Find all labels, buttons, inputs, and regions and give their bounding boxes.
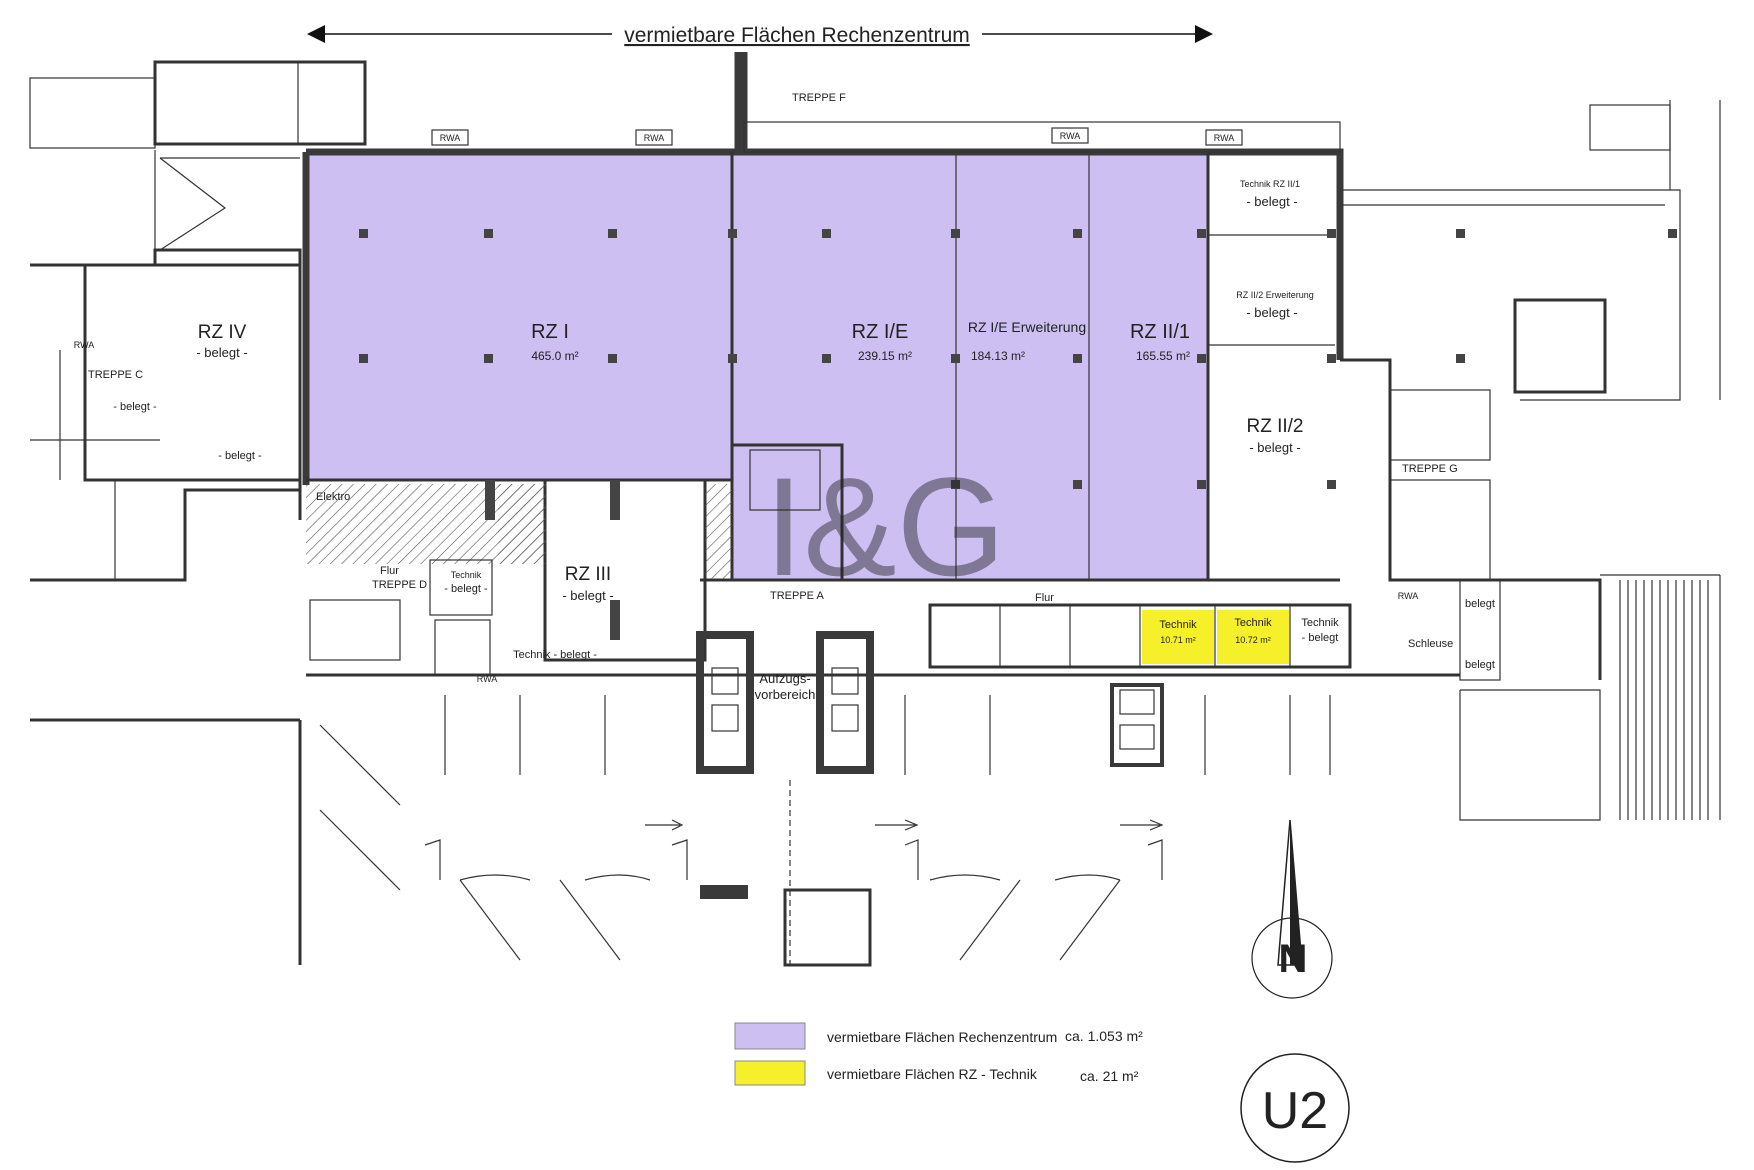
misc-labels: TREPPE F TREPPE A TREPPE C TREPPE D TREP…: [74, 92, 1495, 702]
treppe-f-label: TREPPE F: [792, 92, 846, 104]
rz1e-name: RZ I/E: [852, 321, 909, 343]
title-dimension: vermietbare Flächen Rechenzentrum: [307, 18, 1213, 48]
flur-label: Flur: [380, 565, 399, 577]
rz1-area: 465.0 m²: [531, 349, 578, 363]
technik-d-name: Technik: [451, 570, 482, 580]
rz3-name: RZ III: [565, 564, 611, 585]
room-labels: RZ I 465.0 m² RZ I/E 239.15 m² RZ I/E Er…: [196, 179, 1339, 661]
area-technik-2: [1217, 610, 1289, 664]
rz3-status: - belegt -: [562, 588, 613, 603]
schleuse-label: Schleuse: [1408, 638, 1453, 650]
technik-2-area: 10.72 m²: [1235, 635, 1271, 645]
legend-label-technik: vermietbare Flächen RZ - Technik: [827, 1066, 1038, 1082]
rz2-1-name: RZ II/1: [1130, 321, 1190, 343]
belegt-b-label: - belegt -: [218, 450, 262, 462]
rentable-areas: [306, 155, 1208, 580]
area-rz1e-erw: [956, 155, 1089, 580]
aufzug-label-1: Aufzugs-: [759, 671, 810, 686]
technik-rz2-1-status: - belegt -: [1246, 194, 1297, 209]
legend-value-technik: ca. 21 m²: [1080, 1068, 1139, 1084]
elektro-label: Elektro: [316, 491, 350, 503]
rz1e-erw-name: RZ I/E Erweiterung: [968, 319, 1086, 335]
belegt-a-label: - belegt -: [113, 401, 157, 413]
area-rz2-1: [1089, 155, 1208, 580]
walls: [29, 52, 1721, 965]
legend: vermietbare Flächen Rechenzentrum ca. 1.…: [734, 1022, 1143, 1086]
rz4-name: RZ IV: [198, 322, 247, 343]
rz2-2-name: RZ II/2: [1246, 416, 1303, 437]
rz2-2-erw-status: - belegt -: [1246, 305, 1297, 320]
technik-1-name: Technik: [1159, 619, 1197, 631]
rwa-label-1: RWA: [440, 133, 461, 143]
columns: [359, 229, 1677, 640]
treppe-g-label: TREPPE G: [1402, 463, 1458, 475]
treppe-d-label: TREPPE D: [372, 579, 427, 591]
technik-areas: [1142, 610, 1289, 664]
legend-swatch-technik: [734, 1060, 806, 1086]
area-technik-1: [1142, 610, 1214, 664]
floor-badge: U2: [1240, 1053, 1350, 1163]
rwa-labels: RWA RWA RWA RWA RWA RWA RWA: [74, 127, 1419, 684]
area-rz1: [306, 155, 732, 480]
technik-2-name: Technik: [1234, 617, 1272, 629]
technik-bottom-label: Technik - belegt -: [513, 649, 597, 661]
rz4-status: - belegt -: [196, 345, 247, 360]
technik-rz2-1-name: Technik RZ II/1: [1240, 179, 1300, 189]
legend-value-rz: ca. 1.053 m²: [1065, 1028, 1143, 1044]
plan-title: vermietbare Flächen Rechenzentrum: [624, 24, 970, 47]
rz2-2-status: - belegt -: [1249, 440, 1300, 455]
rz1-name: RZ I: [531, 321, 569, 343]
treppe-a-label: TREPPE A: [770, 590, 824, 602]
treppe-c-label: TREPPE C: [88, 369, 143, 381]
flur2-label: Flur: [1035, 592, 1054, 604]
rz1e-erw-area: 184.13 m²: [971, 349, 1025, 363]
rz2-1-area: 165.55 m²: [1136, 349, 1190, 363]
parking-area: [319, 695, 1331, 967]
belegt-d-label: belegt: [1465, 659, 1495, 671]
rwa-label-7: RWA: [74, 340, 95, 350]
rwa-label-5: RWA: [477, 674, 498, 684]
technik-1-area: 10.71 m²: [1160, 635, 1196, 645]
legend-label-rz: vermietbare Flächen Rechenzentrum: [827, 1029, 1057, 1045]
stairs-right: [1619, 580, 1709, 820]
legend-swatch-rz: [734, 1022, 806, 1050]
north-arrow: N: [1251, 819, 1333, 999]
technik-d-status: - belegt -: [444, 583, 488, 595]
aufzug-label-2: vorbereich: [755, 687, 816, 702]
watermark: I&G: [764, 448, 1005, 605]
rwa-label-3: RWA: [1060, 131, 1081, 141]
rwa-label-4: RWA: [1214, 133, 1235, 143]
rz1e-area: 239.15 m²: [858, 349, 912, 363]
rwa-label-6: RWA: [1398, 591, 1419, 601]
technik-3-status: - belegt: [1302, 632, 1339, 644]
belegt-c-label: belegt: [1465, 598, 1495, 610]
rwa-label-2: RWA: [644, 133, 665, 143]
rz2-2-erw-name: RZ II/2 Erweiterung: [1236, 290, 1314, 300]
technik-3-name: Technik: [1301, 617, 1339, 629]
floor-label: U2: [1262, 1082, 1328, 1140]
north-label: N: [1279, 937, 1308, 981]
